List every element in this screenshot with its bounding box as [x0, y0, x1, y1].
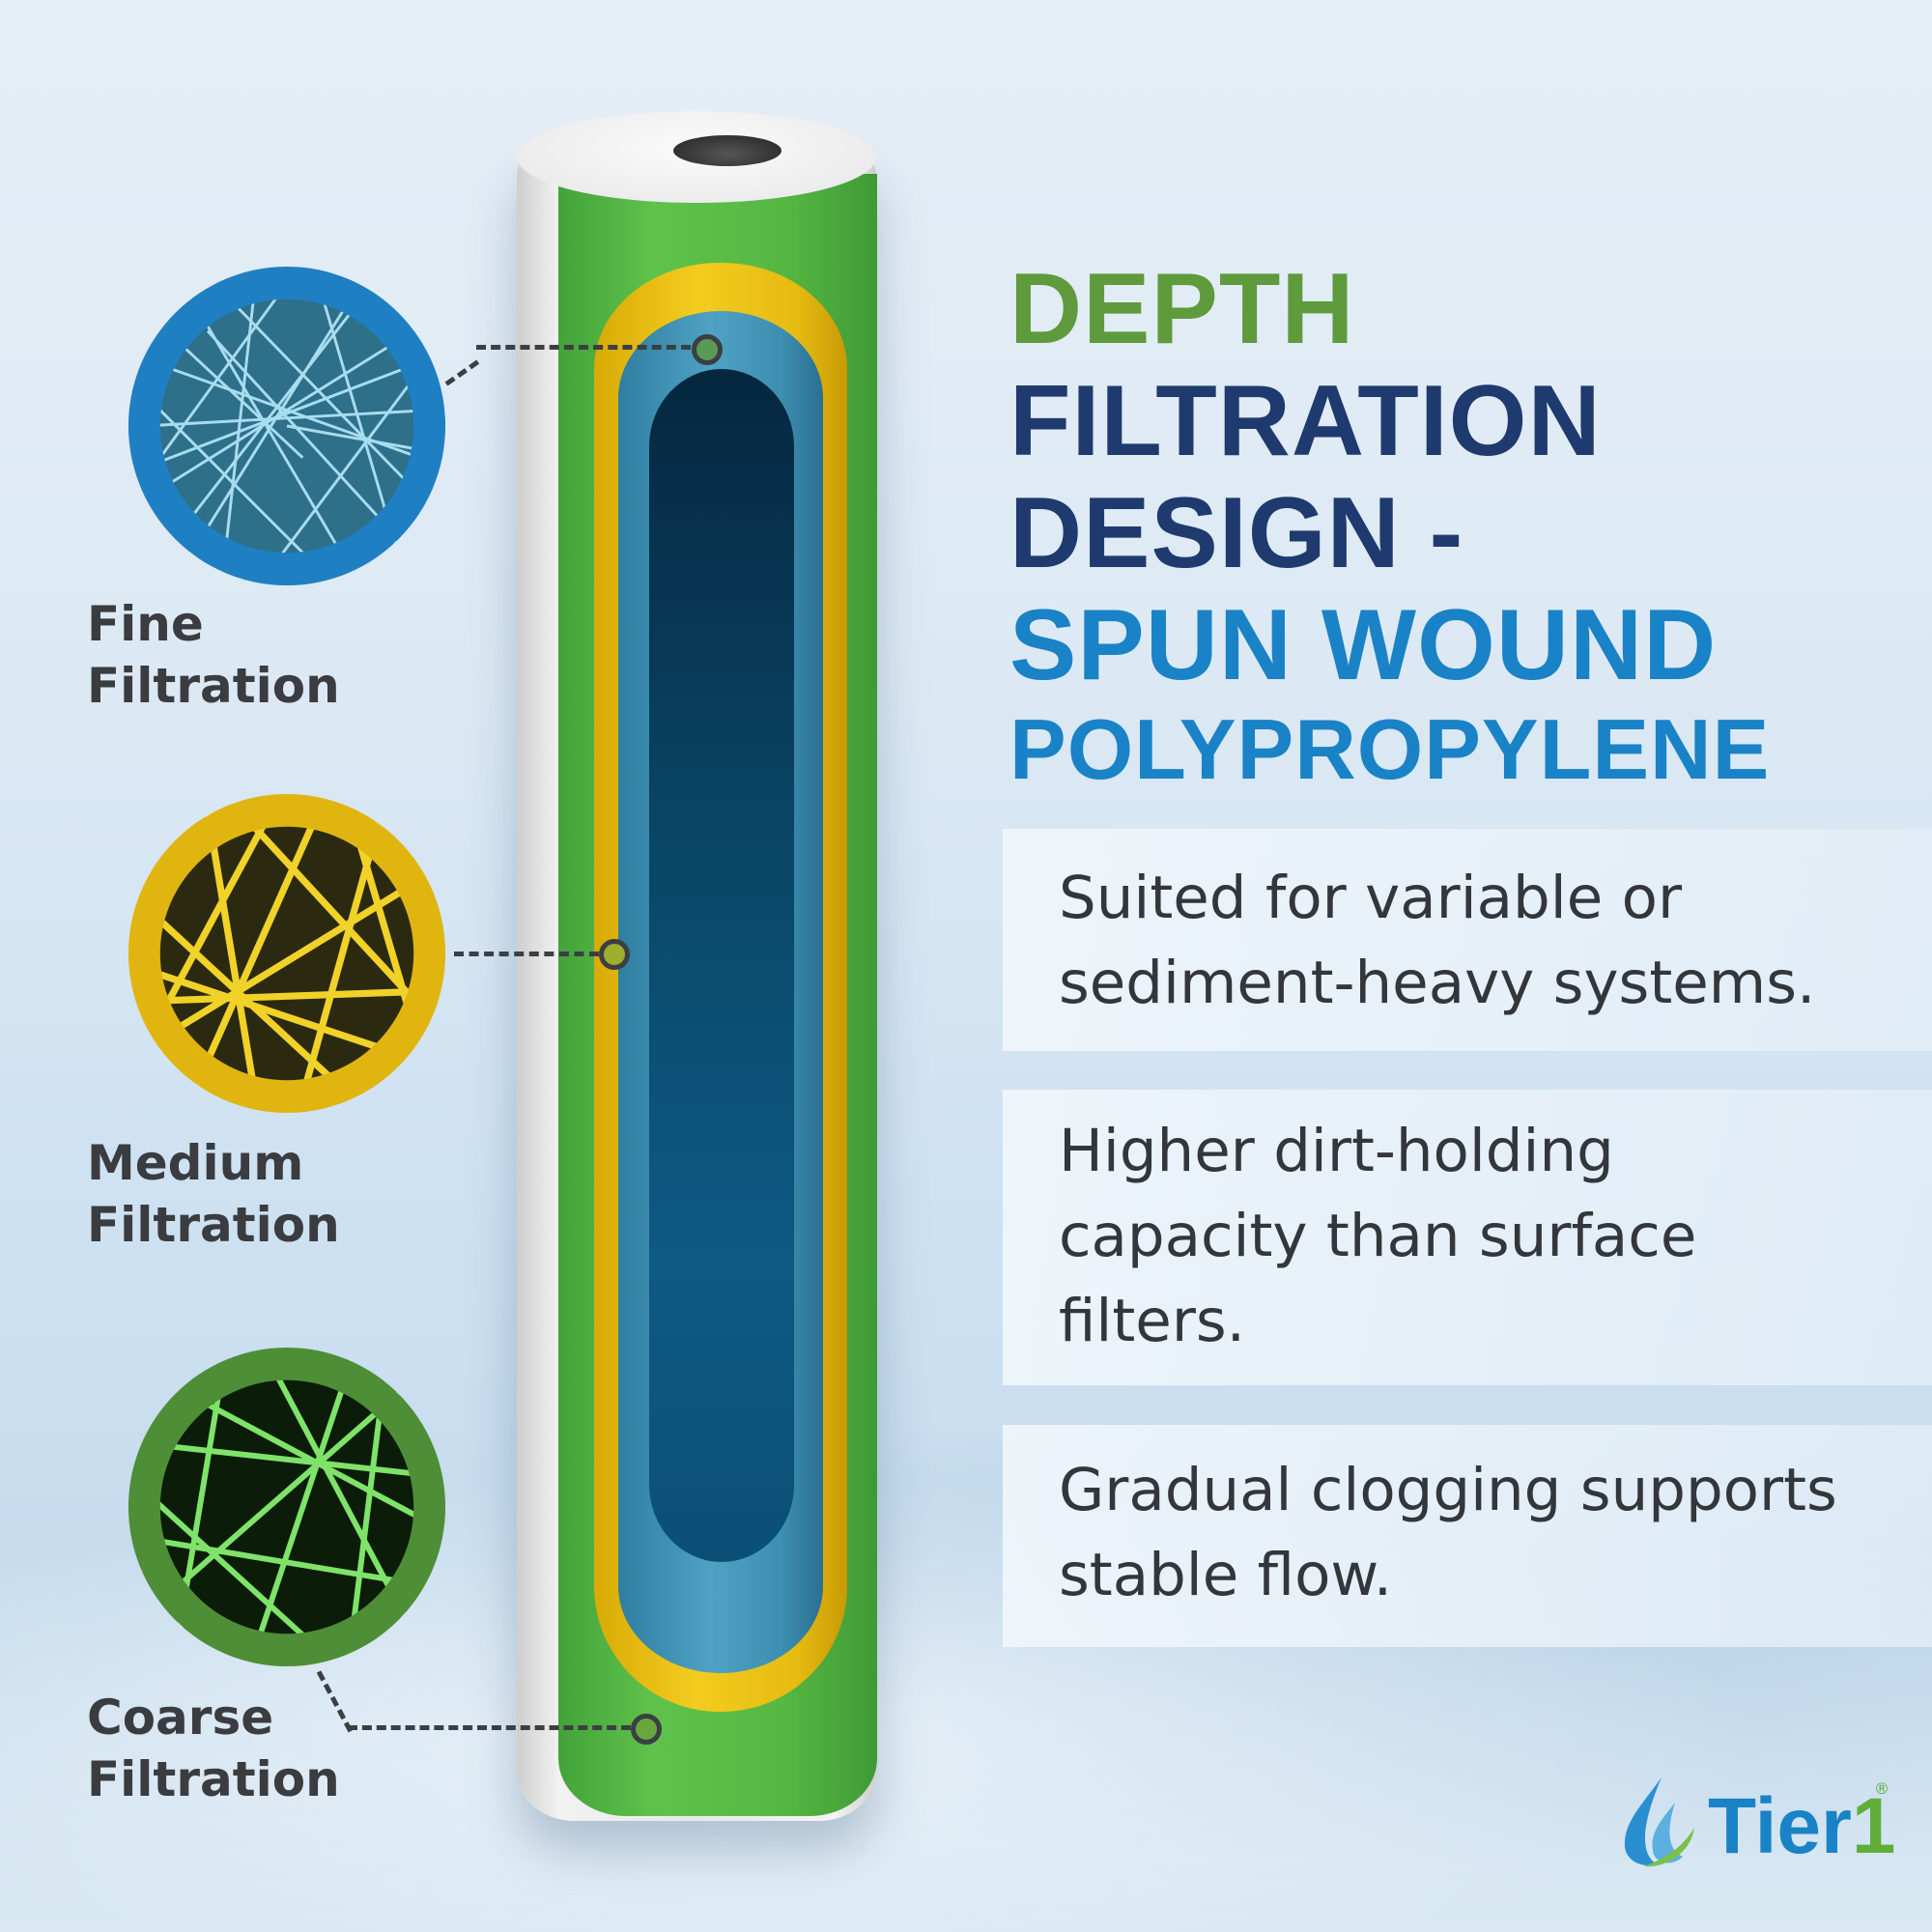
benefit-line: sediment-heavy systems. [1059, 949, 1816, 1017]
brand-name-1: 1 [1851, 1782, 1896, 1870]
water-drop-leaf-icon [1624, 1777, 1694, 1867]
medium-fiber-lens [128, 794, 445, 1113]
benefit-text: Higher dirt-holding capacity than surfac… [1059, 1109, 1696, 1364]
callout-marker-dot [692, 334, 723, 365]
coarse-fiber-icon [128, 1349, 445, 1665]
benefit-line: Suited for variable or [1059, 864, 1683, 932]
tier1-logo: Tier1 ® [1615, 1774, 1896, 1870]
fine-filtration-label: Fine Filtration [87, 593, 340, 717]
benefit-line: Higher dirt-holding [1059, 1117, 1614, 1185]
callout-dashed-line [476, 345, 691, 350]
brand-name-tier: Tier [1708, 1782, 1852, 1870]
callout-dashed-line [348, 1725, 631, 1730]
benefit-text: Gradual clogging supports stable flow. [1059, 1448, 1837, 1618]
fine-fiber-lens [128, 267, 445, 585]
label-line: Medium [87, 1135, 304, 1191]
callout-dashed-line [454, 952, 599, 956]
benefit-card: Suited for variable or sediment-heavy sy… [1003, 829, 1932, 1051]
fine-fiber-icon [128, 268, 445, 584]
medium-fiber-icon [128, 795, 445, 1112]
registered-mark: ® [1874, 1779, 1889, 1798]
headline: DEPTH FILTRATION DESIGN - SPUN WOUND POL… [1009, 253, 1770, 798]
cartridge-center-hole [673, 135, 781, 166]
headline-line-design: DESIGN - [1009, 477, 1464, 589]
callout-connector [444, 359, 480, 386]
benefit-line: stable flow. [1059, 1541, 1393, 1609]
benefit-card: Higher dirt-holding capacity than surfac… [1003, 1090, 1932, 1385]
callout-marker-dot [599, 939, 630, 970]
headline-line-filtration: FILTRATION [1009, 365, 1602, 477]
headline-line-polypropylene: POLYPROPYLENE [1009, 701, 1771, 797]
brand-name: Tier1 [1708, 1783, 1896, 1870]
callout-marker-dot [631, 1714, 662, 1745]
benefit-line: filters. [1059, 1287, 1246, 1355]
benefit-card: Gradual clogging supports stable flow. [1003, 1425, 1932, 1647]
label-line: Filtration [87, 1751, 340, 1807]
benefit-line: capacity than surface [1059, 1202, 1697, 1270]
benefit-text: Suited for variable or sediment-heavy sy… [1059, 856, 1815, 1026]
label-line: Fine [87, 596, 204, 652]
label-line: Filtration [87, 658, 340, 714]
headline-line-depth: DEPTH [1009, 253, 1355, 365]
coarse-filtration-label: Coarse Filtration [87, 1687, 340, 1810]
medium-filtration-label: Medium Filtration [87, 1132, 340, 1256]
label-line: Coarse [87, 1690, 274, 1746]
cartridge-core [649, 369, 794, 1562]
headline-line-spun-wound: SPUN WOUND [1009, 589, 1718, 701]
label-line: Filtration [87, 1197, 340, 1253]
coarse-fiber-lens [128, 1348, 445, 1666]
benefit-line: Gradual clogging supports [1059, 1456, 1837, 1524]
